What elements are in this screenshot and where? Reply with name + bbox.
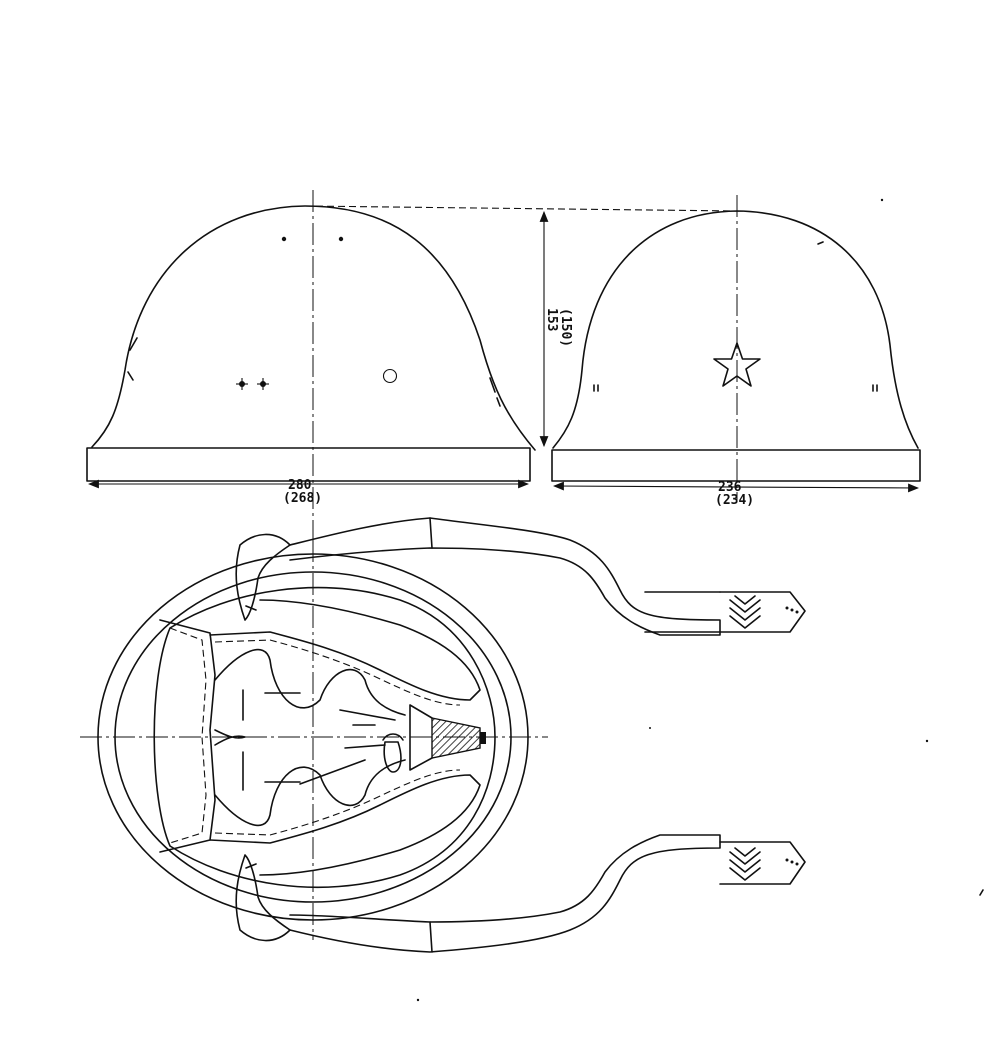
nape-hook-icon [383, 741, 402, 773]
side-seam-mark [127, 337, 138, 381]
chinstrap-tip-lower [719, 841, 806, 885]
bottom-view [80, 517, 806, 953]
chinstrap-tip-upper [719, 591, 806, 633]
front-width-value: 236 [718, 480, 742, 495]
strap-rivet [795, 610, 799, 614]
headband-lower [209, 774, 481, 876]
liner-shell [153, 586, 496, 889]
strap-rivet [785, 606, 789, 610]
strap-rivet [790, 860, 794, 864]
chinstrap-stitching-lower [729, 847, 761, 881]
strap-rivet [795, 862, 799, 866]
side-view-brim [86, 447, 531, 482]
front-view-dome [552, 210, 919, 449]
side-width-value-alt: (268) [283, 491, 322, 506]
dimension-lines [87, 205, 920, 493]
side-vent-hole [382, 368, 398, 384]
front-view-brim [551, 449, 921, 482]
top-extension-line [304, 205, 736, 212]
headband-stitch [214, 639, 461, 706]
nape-hook-loop [382, 733, 404, 741]
height-dimension-label: 153 (150) [544, 308, 573, 347]
strap-rivet [790, 608, 794, 612]
headband-left-end [159, 619, 216, 853]
side-rivet-pair [236, 378, 269, 390]
chinstrap-stitching-upper [729, 595, 761, 629]
suspension-tape [339, 709, 396, 721]
chinstrap-upper [289, 517, 721, 636]
headband-left-stitch [169, 627, 207, 844]
paper-speck [880, 198, 884, 202]
rear-clip [480, 732, 486, 744]
height-value: 153 [544, 308, 559, 331]
paper-speck [416, 998, 420, 1002]
chinstrap-loop-lower [235, 854, 291, 942]
headband-stitch [214, 769, 461, 836]
front-width-value-alt: (234) [715, 493, 754, 508]
paper-speck [649, 727, 651, 729]
front-view [551, 195, 921, 500]
front-width-dimension-line [552, 481, 920, 493]
side-rivet [281, 236, 287, 242]
chinstrap-fold [429, 921, 433, 953]
chinstrap-lower [289, 834, 721, 953]
rear-buckle [431, 717, 481, 759]
side-seam-mark [489, 377, 501, 407]
suspension-tape [344, 744, 386, 749]
chinstrap-fold [429, 517, 433, 549]
chinstrap-rivet-lower [245, 863, 257, 869]
height-value-alt: (150) [558, 308, 573, 347]
strap-rivet [785, 858, 789, 862]
front-rivet [872, 384, 878, 392]
paper-speck [925, 739, 929, 743]
chinstrap-loop-upper [235, 533, 291, 621]
side-rivet [338, 236, 344, 242]
front-rivet [593, 384, 599, 392]
suspension-webbing [214, 648, 406, 827]
front-mark [817, 241, 824, 245]
paper-speck [979, 889, 984, 896]
chinstrap-rivet-upper [245, 605, 257, 611]
side-width-value: 280 [288, 478, 312, 493]
chinstrap-body-upper [644, 591, 721, 633]
suspension-tape [299, 759, 366, 785]
headband-upper [209, 599, 481, 701]
